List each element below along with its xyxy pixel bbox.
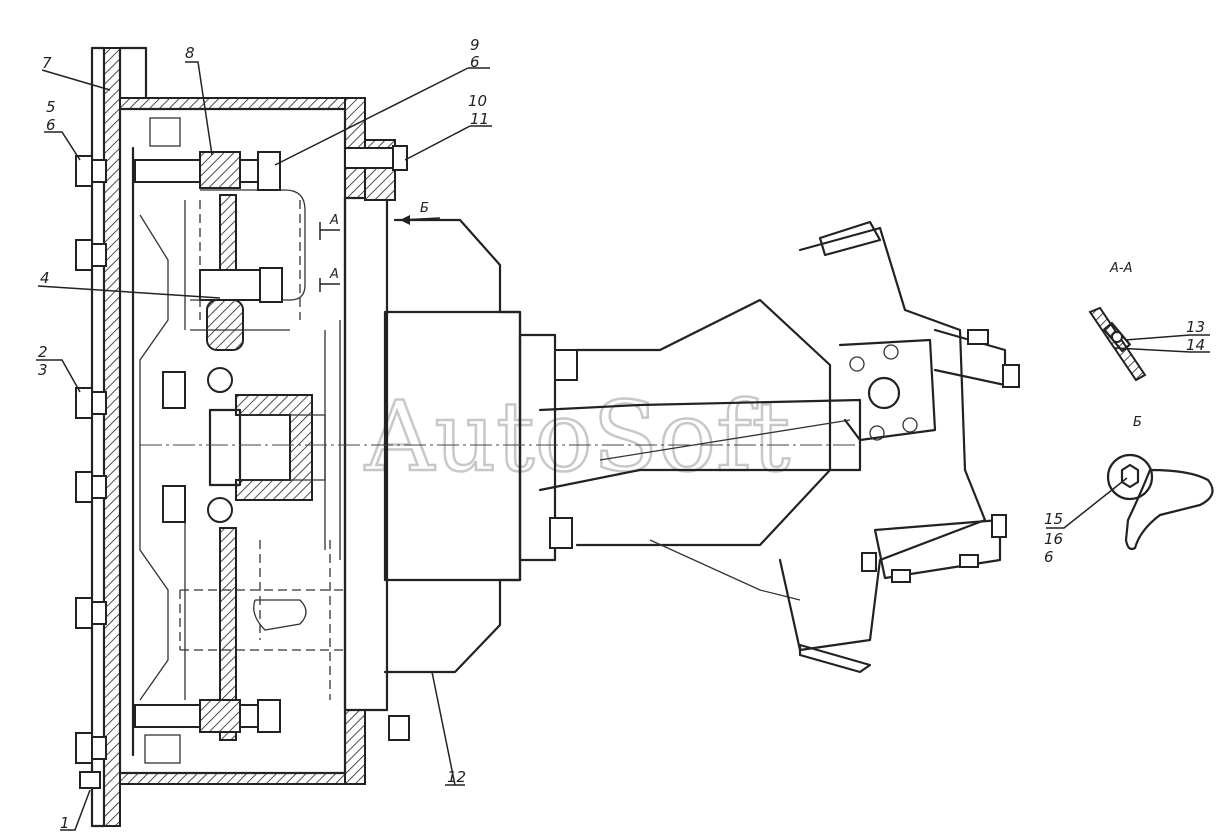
callout-1-number: 1 bbox=[60, 814, 70, 832]
watermark: AutoSoft bbox=[364, 381, 790, 493]
callout-15-sub2: 6 bbox=[1044, 548, 1054, 566]
flange-bolts bbox=[75, 155, 107, 789]
callout-12: 12 bbox=[431, 671, 466, 786]
clutch-housing bbox=[118, 97, 396, 785]
hidden-lines bbox=[179, 200, 345, 700]
detail-section-aa: А-А bbox=[1088, 261, 1147, 382]
callout-4: 4 bbox=[37, 269, 221, 299]
callout-8-number: 8 bbox=[185, 44, 195, 62]
callout-15-sub: 16 bbox=[1044, 530, 1063, 548]
driven-disc bbox=[190, 189, 306, 741]
callout-15: 15 16 6 bbox=[1044, 477, 1128, 566]
callout-7-number: 7 bbox=[42, 54, 52, 72]
callout-5-number: 5 bbox=[46, 98, 56, 116]
callout-13-number: 13 bbox=[1186, 318, 1205, 336]
section-aa-title: А-А bbox=[1109, 261, 1132, 276]
transmission-extension bbox=[538, 220, 1020, 674]
callout-10-number: 10 bbox=[468, 92, 487, 110]
callout-15-number: 15 bbox=[1044, 510, 1063, 528]
housing-bolts bbox=[134, 145, 410, 741]
callout-10-sub: 11 bbox=[470, 110, 489, 128]
callout-4-number: 4 bbox=[40, 269, 50, 287]
section-arrow-a-bottom: А bbox=[329, 267, 339, 282]
callout-12-number: 12 bbox=[447, 768, 466, 786]
callout-2-sub: 3 bbox=[38, 361, 48, 379]
disc-hub bbox=[208, 394, 326, 501]
section-arrow-a-top: А bbox=[329, 213, 339, 228]
callout-13: 13 bbox=[1124, 318, 1210, 341]
callout-2-number: 2 bbox=[38, 343, 48, 361]
callout-14-number: 14 bbox=[1186, 336, 1205, 354]
callout-9: 9 6 bbox=[274, 36, 490, 166]
callout-1: 1 bbox=[60, 789, 91, 832]
callout-9-number: 9 bbox=[470, 36, 480, 54]
gearbox-housing bbox=[324, 218, 578, 674]
detail-view-b: Б bbox=[1106, 415, 1214, 551]
callout-7: 7 bbox=[41, 54, 111, 91]
callout-5-sub: 6 bbox=[46, 116, 56, 134]
callout-2: 2 3 bbox=[36, 343, 81, 393]
section-arrow-b: Б bbox=[420, 201, 429, 216]
callout-14: 14 bbox=[1114, 336, 1210, 354]
callout-5: 5 6 bbox=[44, 98, 81, 161]
section-markers: А А Б bbox=[319, 201, 441, 292]
view-b-title: Б bbox=[1133, 415, 1142, 430]
flywheel-profile bbox=[131, 117, 186, 764]
callout-9-sub: 6 bbox=[470, 53, 480, 71]
callout-10: 10 11 bbox=[404, 92, 492, 161]
callout-8: 8 bbox=[185, 44, 213, 156]
